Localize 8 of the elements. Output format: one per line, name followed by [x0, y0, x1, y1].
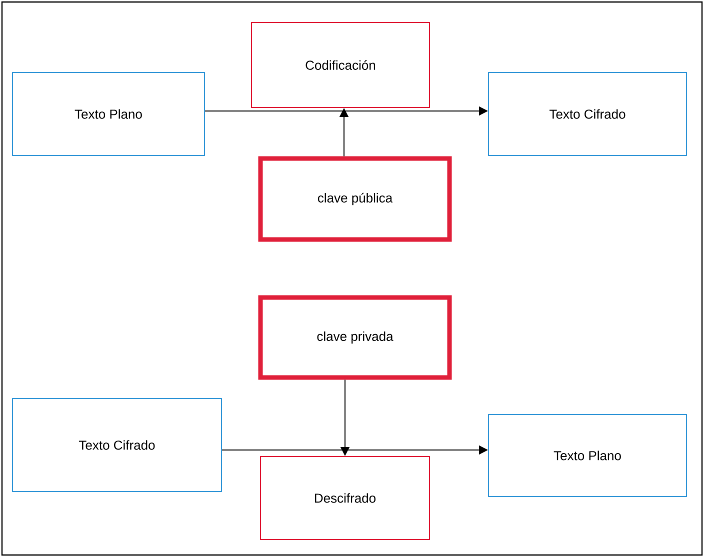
process-box: Codificación: [251, 22, 430, 108]
key-box: clave pública: [258, 156, 452, 242]
key-box: clave privada: [258, 295, 452, 380]
process-box: Descifrado: [260, 456, 430, 540]
process-box: Texto Plano: [12, 72, 205, 156]
process-box: Texto Plano: [488, 414, 687, 497]
process-box: Texto Cifrado: [488, 72, 687, 156]
process-box: Texto Cifrado: [12, 398, 222, 492]
